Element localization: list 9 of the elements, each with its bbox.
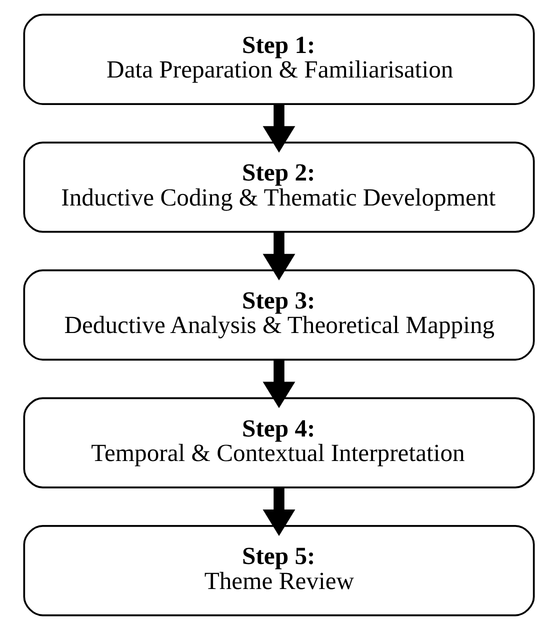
arrow <box>262 104 296 153</box>
node-box: Step 4: Temporal & Contextual Interpretation <box>23 397 535 488</box>
node-box: Step 5: Theme Review <box>23 525 535 616</box>
node-box: Step 2: Inductive Coding & Thematic Development <box>23 142 535 233</box>
arrow <box>262 232 296 280</box>
node-box: Step 1: Data Preparation & Familiarisation <box>23 14 535 105</box>
arrow <box>262 488 296 536</box>
arrow <box>262 360 296 408</box>
node-box: Step 3: Deductive Analysis & Theoretical Mapping <box>23 269 535 361</box>
